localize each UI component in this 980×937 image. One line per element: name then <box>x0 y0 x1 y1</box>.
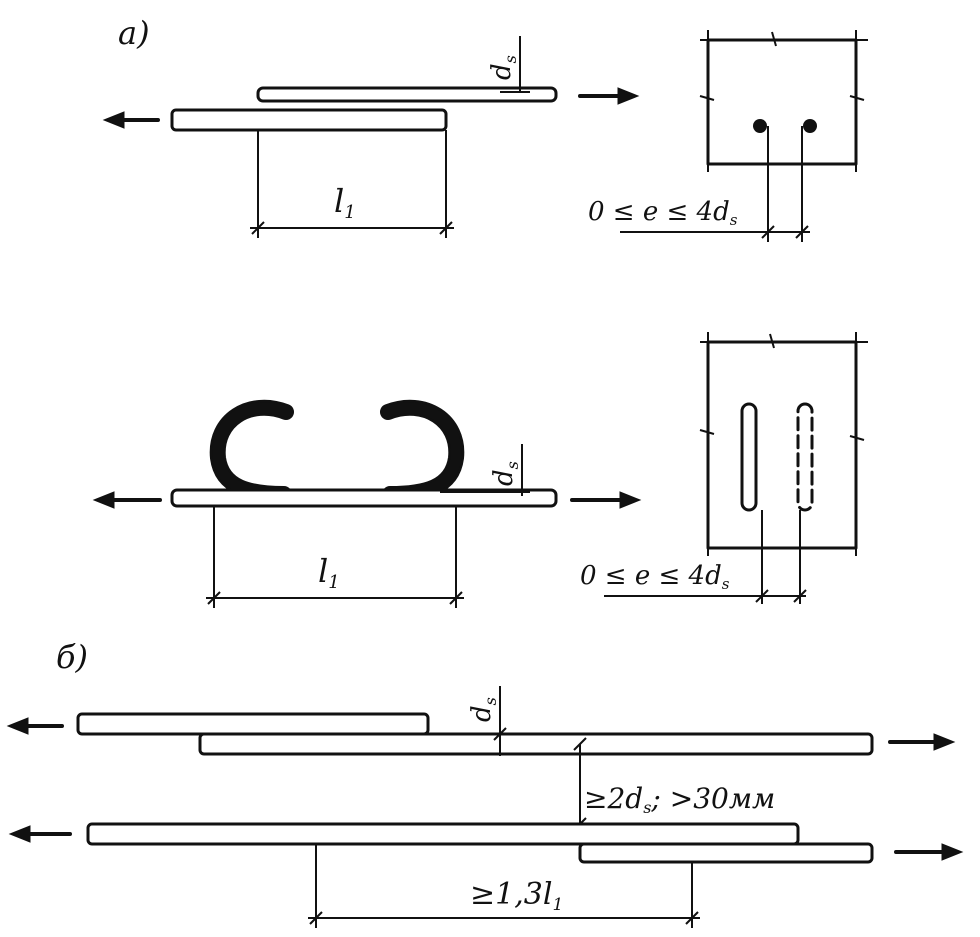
panel-a-top-splice: ds l1 <box>102 36 640 238</box>
panel-b-label: б) <box>56 638 88 676</box>
hooked-bar <box>170 488 558 508</box>
spacing-label: ≥2ds; >30мм <box>584 782 775 817</box>
bar-b4 <box>578 842 874 864</box>
bar-b2 <box>198 732 874 756</box>
upper-bar <box>256 86 558 103</box>
panel-a-label: а) <box>118 14 150 52</box>
left-force-arrow-2 <box>92 491 162 509</box>
panel-b-staggered-splices: ds ≥2ds; >30мм ≥1,3l1 <box>6 686 964 928</box>
right-force-arrow <box>578 87 640 105</box>
bar-b3 <box>86 822 800 846</box>
bar-b1 <box>76 712 430 736</box>
ds-label: ds <box>487 55 520 80</box>
right-force-arrow-b1 <box>888 733 956 751</box>
length-l1-label: l1 <box>334 182 356 223</box>
e-range-label-2: 0 ≤ e ≤ 4ds <box>580 561 730 593</box>
panel-a-hooked-cross-section: 0 ≤ e ≤ 4ds <box>580 332 868 604</box>
bar-section-1 <box>753 119 767 133</box>
hook-section-1 <box>740 402 758 512</box>
hook-section-2 <box>796 402 814 512</box>
panel-a-top-cross-section: 0 ≤ e ≤ 4ds <box>588 30 868 242</box>
right-force-arrow-b2 <box>894 843 964 861</box>
left-force-arrow <box>102 111 160 129</box>
left-force-arrow-b1 <box>6 717 64 735</box>
ds-label-2: ds <box>489 461 522 486</box>
panel-a-hooked-splice: ds l1 <box>92 399 642 608</box>
lower-bar <box>170 108 448 132</box>
overlap-label: ≥1,3l1 <box>470 877 563 915</box>
bar-section-2 <box>803 119 817 133</box>
e-range-label: 0 ≤ e ≤ 4ds <box>588 197 738 229</box>
length-l1-label-2: l1 <box>318 552 340 593</box>
ds-label-b: ds <box>467 697 500 722</box>
right-force-arrow-2 <box>570 491 642 509</box>
left-force-arrow-b2 <box>8 825 72 843</box>
